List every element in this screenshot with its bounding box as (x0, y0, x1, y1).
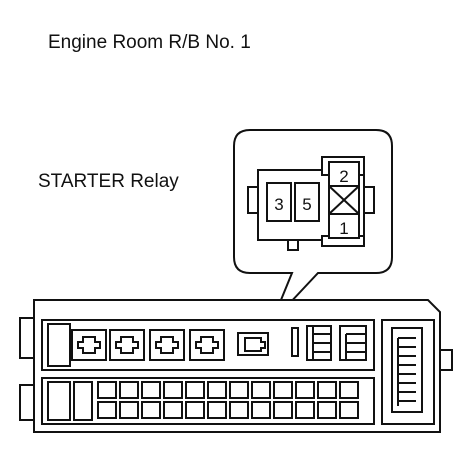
terminal-1-label: 1 (339, 219, 348, 238)
lower-fuse-grid (47, 381, 359, 421)
starter-relay-connector (247, 156, 375, 251)
upper-fuse-row (47, 323, 367, 367)
terminal-5 (294, 182, 320, 222)
terminal-5-label: 5 (302, 195, 311, 214)
terminal-3 (266, 182, 292, 222)
diagram-title: Engine Room R/B No. 1 (48, 32, 251, 53)
terminal-3-label: 3 (274, 195, 283, 214)
side-connector (391, 327, 423, 413)
terminal-1 (328, 213, 360, 239)
terminal-2-label: 2 (339, 167, 348, 186)
starter-relay-label: STARTER Relay (38, 171, 179, 192)
